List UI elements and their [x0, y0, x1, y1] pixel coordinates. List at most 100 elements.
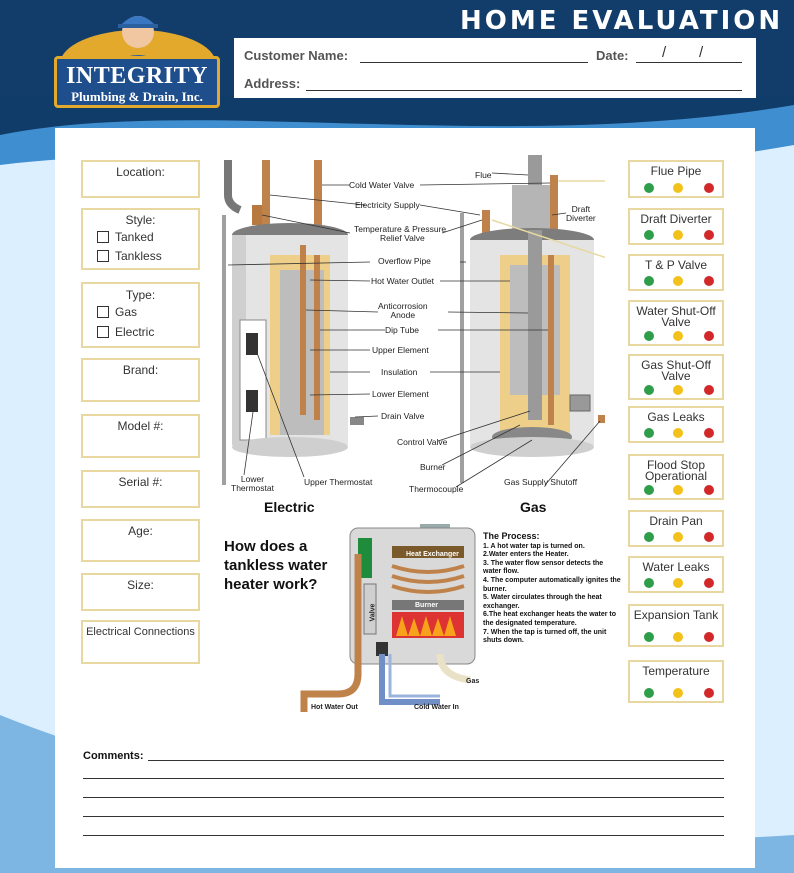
yellow-status-dot[interactable] [673, 485, 683, 495]
checkbox[interactable] [97, 326, 109, 338]
date-field[interactable] [636, 62, 742, 63]
electrical-connections-box[interactable]: Electrical Connections [81, 620, 200, 664]
green-status-dot[interactable] [644, 688, 654, 698]
red-status-dot[interactable] [704, 276, 714, 286]
comment-line[interactable] [148, 760, 724, 761]
tankless-valve-label: Valve [369, 603, 377, 622]
comment-line[interactable] [83, 778, 724, 779]
label-upper-element: Upper Element [372, 345, 429, 355]
red-status-dot[interactable] [704, 230, 714, 240]
yellow-status-dot[interactable] [673, 578, 683, 588]
green-status-dot[interactable] [644, 385, 654, 395]
red-status-dot[interactable] [704, 578, 714, 588]
label-hot-water-outlet: Hot Water Outlet [371, 276, 434, 286]
style-option-tankless[interactable]: Tankless [97, 249, 162, 263]
size-label: Size: [127, 578, 154, 592]
company-logo: INTEGRITY Plumbing & Drain, Inc. [48, 6, 234, 110]
serial-box[interactable]: Serial #: [81, 470, 200, 508]
comment-line[interactable] [83, 797, 724, 798]
label-lower-element: Lower Element [372, 389, 429, 399]
red-status-dot[interactable] [704, 688, 714, 698]
checkbox[interactable] [97, 231, 109, 243]
logo-plate: INTEGRITY Plumbing & Drain, Inc. [54, 56, 220, 108]
check-t-p-valve: T & P Valve [628, 254, 724, 291]
process-title: The Process: [483, 531, 540, 541]
yellow-status-dot[interactable] [673, 428, 683, 438]
check-gas-shut-off-valve: Gas Shut-Off Valve [628, 354, 724, 400]
label-burner: Burner [420, 462, 446, 472]
green-status-dot[interactable] [644, 632, 654, 642]
model-box[interactable]: Model #: [81, 414, 200, 458]
check-gas-leaks: Gas Leaks [628, 406, 724, 443]
style-option-tanked[interactable]: Tanked [97, 230, 154, 244]
comment-line[interactable] [83, 835, 724, 836]
green-status-dot[interactable] [644, 276, 654, 286]
brand-box[interactable]: Brand: [81, 358, 200, 402]
red-status-dot[interactable] [704, 331, 714, 341]
check-temperature: Temperature [628, 660, 724, 703]
red-status-dot[interactable] [704, 428, 714, 438]
type-option-gas[interactable]: Gas [97, 305, 137, 319]
green-status-dot[interactable] [644, 183, 654, 193]
red-status-dot[interactable] [704, 532, 714, 542]
yellow-status-dot[interactable] [673, 385, 683, 395]
check-water-shut-off-valve: Water Shut-Off Valve [628, 300, 724, 346]
red-status-dot[interactable] [704, 485, 714, 495]
red-status-dot[interactable] [704, 183, 714, 193]
label-dip-tube: Dip Tube [385, 325, 420, 335]
size-box[interactable]: Size: [81, 573, 200, 611]
red-status-dot[interactable] [704, 385, 714, 395]
age-box[interactable]: Age: [81, 519, 200, 562]
age-label: Age: [128, 524, 153, 538]
location-box[interactable]: Location: [81, 160, 200, 198]
red-status-dot[interactable] [704, 632, 714, 642]
serial-label: Serial #: [118, 475, 163, 489]
address-label: Address: [244, 76, 301, 91]
check-flood-stop-operational: Flood Stop Operational [628, 454, 724, 500]
label-upper-thermostat: Upper Thermostat [304, 477, 373, 487]
yellow-status-dot[interactable] [673, 688, 683, 698]
electric-caption: Electric [264, 499, 315, 515]
check-drain-pan: Drain Pan [628, 510, 724, 547]
customer-name-field[interactable] [360, 62, 588, 63]
green-status-dot[interactable] [644, 578, 654, 588]
yellow-status-dot[interactable] [673, 183, 683, 193]
comments-label: Comments: [83, 750, 144, 762]
yellow-status-dot[interactable] [673, 532, 683, 542]
tankless-burner-label: Burner [415, 602, 438, 609]
checkbox[interactable] [97, 306, 109, 318]
check-label: Draft Diverter [640, 212, 712, 226]
type-option-electric[interactable]: Electric [97, 325, 154, 339]
checkbox[interactable] [97, 250, 109, 262]
green-status-dot[interactable] [644, 331, 654, 341]
comment-line[interactable] [83, 816, 724, 817]
yellow-status-dot[interactable] [673, 230, 683, 240]
process-step: 2.Water enters the Heater. [483, 551, 569, 559]
label-control-valve: Control Valve [397, 437, 448, 447]
yellow-status-dot[interactable] [673, 276, 683, 286]
yellow-status-dot[interactable] [673, 632, 683, 642]
customer-info-panel: Customer Name: Date: / / Address: [234, 38, 756, 98]
label-insulation: Insulation [381, 367, 418, 377]
check-draft-diverter: Draft Diverter [628, 208, 724, 245]
check-flue-pipe: Flue Pipe [628, 160, 724, 198]
style-label: Style: [125, 213, 156, 227]
check-expansion-tank: Expansion Tank [628, 604, 724, 647]
customer-name-label: Customer Name: [244, 48, 349, 63]
type-label: Type: [125, 288, 156, 302]
brand-label: Brand: [122, 363, 159, 377]
check-label: Flue Pipe [650, 164, 702, 178]
yellow-status-dot[interactable] [673, 331, 683, 341]
check-label: Expansion Tank [633, 608, 719, 622]
green-status-dot[interactable] [644, 428, 654, 438]
green-status-dot[interactable] [644, 532, 654, 542]
label-cold-water-valve: Cold Water Valve [349, 180, 415, 190]
check-label: Gas Shut-Off Valve [641, 358, 711, 383]
check-label: Drain Pan [649, 514, 703, 528]
label-gas-supply-shutoff: Gas Supply Shutoff [504, 477, 578, 487]
green-status-dot[interactable] [644, 485, 654, 495]
green-status-dot[interactable] [644, 230, 654, 240]
logo-company-subtitle: Plumbing & Drain, Inc. [71, 89, 203, 104]
address-field[interactable] [306, 90, 742, 91]
electric-tank-illustration [222, 160, 364, 485]
